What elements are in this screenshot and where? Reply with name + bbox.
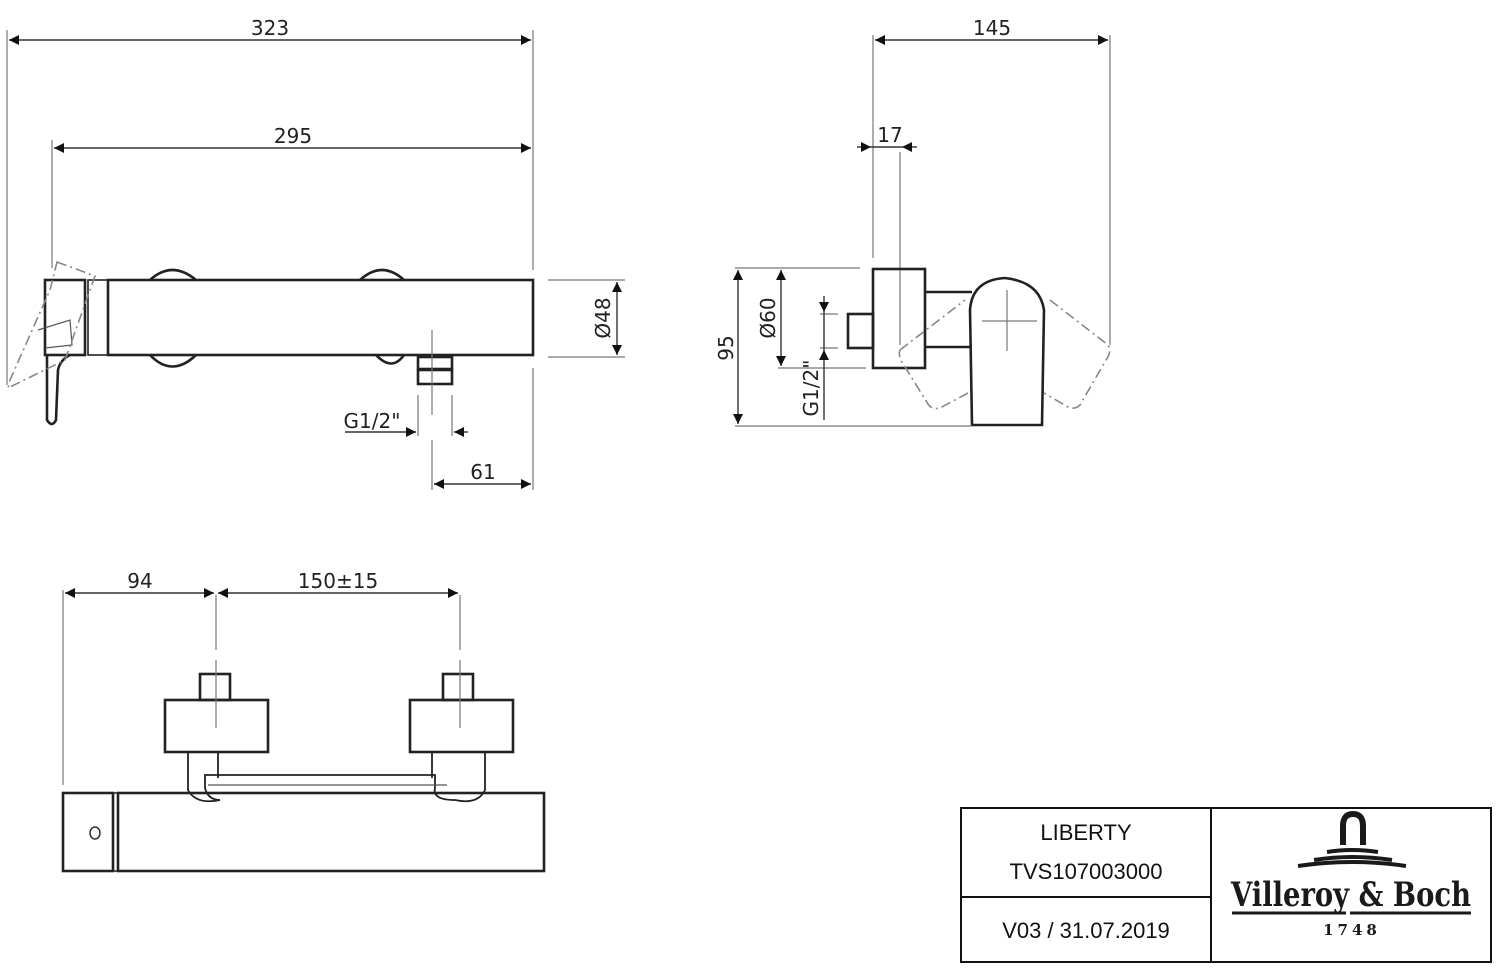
inlet-thread	[441, 672, 475, 702]
lever-alt-position	[6, 260, 97, 390]
dimension-overall-length: 323	[251, 16, 289, 40]
outlet-thread	[416, 368, 454, 386]
outlet-nut	[416, 355, 454, 371]
top-view: 94 150±15	[61, 569, 546, 873]
dimension-outlet-offset: 61	[470, 460, 495, 484]
brand-year: 1748	[1323, 921, 1381, 939]
villeroy-boch-logo	[1313, 810, 1393, 862]
lever-detail	[37, 319, 73, 349]
version-date: V03 / 31.07.2019	[1002, 918, 1170, 943]
side-view: 145 17 95 Ø60 G1/2"	[714, 16, 1111, 427]
dimension-connector-offset: 17	[877, 123, 902, 147]
title-block-frame	[960, 807, 1492, 963]
water-wave-icon	[1297, 860, 1407, 868]
inlet-thread	[198, 672, 232, 702]
faucet-logo-icon	[1340, 810, 1366, 845]
lever-handle	[968, 276, 1046, 427]
ring-joint	[87, 279, 109, 356]
wall-rosette	[408, 698, 515, 754]
inlet-nut-top	[149, 268, 197, 282]
title-block: LIBERTY TVS107003000 V03 / 31.07.2019 Vi…	[960, 807, 1492, 963]
inlet-nut-top	[359, 268, 405, 281]
front-view: 323 295 G1/2" 61 Ø48	[6, 16, 625, 490]
dimension-rosette-diameter: Ø60	[756, 297, 780, 338]
inlet-nut-bottom	[375, 354, 406, 365]
dimension-first-inlet-offset: 94	[127, 569, 152, 593]
water-wave-icon	[1326, 848, 1379, 854]
connector-bridge	[187, 752, 486, 803]
lever-housing	[61, 791, 115, 873]
mixer-body	[106, 278, 535, 357]
mixer-body	[116, 791, 546, 873]
lever-alt-position	[898, 299, 1111, 410]
dimension-inlet-spacing: 150±15	[298, 569, 378, 593]
lever-housing	[43, 278, 87, 357]
dimension-body-length: 295	[274, 124, 312, 148]
dimension-outlet-thread: G1/2"	[344, 409, 401, 433]
lever-handle	[45, 353, 71, 426]
brand-name: Villeroy & Boch	[1230, 875, 1471, 915]
dimension-body-diameter: Ø48	[591, 297, 615, 338]
inlet-connector	[846, 312, 875, 350]
inlet-nut-bottom	[149, 354, 197, 368]
lever-pivot-marker	[89, 826, 101, 840]
water-wave-icon	[1313, 855, 1393, 862]
dimension-inlet-thread: G1/2"	[799, 360, 823, 417]
dimension-depth: 145	[973, 16, 1011, 40]
article-number: TVS107003000	[1010, 859, 1163, 884]
dimension-height: 95	[714, 335, 738, 360]
product-name: LIBERTY	[1040, 820, 1132, 845]
